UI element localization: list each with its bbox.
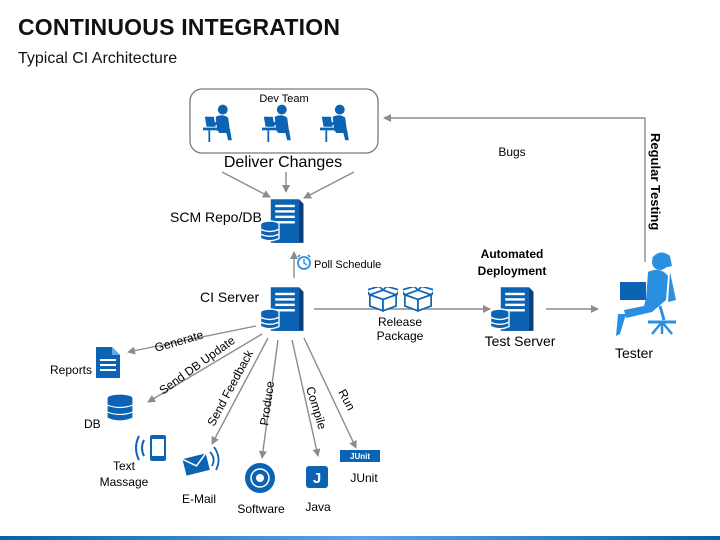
email-icon	[182, 446, 220, 476]
deployment-label-1: Automated	[481, 247, 544, 261]
scm-server-icon	[260, 198, 305, 244]
regular-testing-label: Regular Testing	[648, 133, 663, 230]
bottom-accent-bar	[0, 536, 720, 540]
deliver-arrow	[221, 171, 271, 198]
deliver-arrow	[303, 171, 355, 199]
tester-label: Tester	[615, 345, 653, 361]
page-subtitle: Typical CI Architecture	[18, 50, 178, 67]
deployment-label-2: Deployment	[478, 264, 547, 278]
email-label: E-Mail	[182, 492, 216, 506]
dev-team-label: Dev Team	[259, 93, 308, 105]
package-label: Package	[377, 329, 424, 343]
reports-label: Reports	[50, 363, 92, 377]
java-glyph: J	[313, 470, 321, 487]
mobile-phone-icon	[135, 435, 166, 461]
clock-icon	[297, 254, 311, 270]
bugs-label: Bugs	[498, 145, 525, 159]
compile-arrow	[291, 339, 321, 457]
page-title: CONTINUOUS INTEGRATION	[18, 14, 341, 40]
send-feedback-arrow	[211, 337, 269, 445]
java-label: Java	[305, 500, 331, 514]
report-icon	[96, 347, 120, 378]
ci-server-label: CI Server	[200, 289, 259, 305]
test-server-label: Test Server	[485, 333, 556, 349]
release-label: Release	[378, 315, 422, 329]
package-icon	[403, 287, 433, 312]
ci-server-icon	[260, 286, 305, 332]
cd-disc-icon	[245, 463, 275, 493]
generate-label: Generate	[153, 328, 205, 355]
run-arrow	[303, 337, 357, 449]
produce-label: Produce	[257, 380, 277, 427]
software-label: Software	[237, 502, 285, 516]
scm-label: SCM Repo/DB	[170, 209, 262, 225]
poll-schedule-label: Poll Schedule	[314, 259, 381, 271]
db-label: DB	[84, 417, 101, 431]
junit-badge-icon	[340, 450, 380, 462]
text-label: Text	[113, 459, 136, 473]
run-label: Run	[335, 387, 358, 413]
package-icon	[368, 287, 398, 312]
test-server-icon	[490, 286, 535, 332]
junit-badge-text: JUnit	[350, 452, 370, 461]
tester-icon	[616, 252, 676, 336]
deliver-changes-label: Deliver Changes	[224, 154, 342, 171]
database-icon	[106, 393, 134, 422]
message-label: Massage	[100, 475, 149, 489]
produce-arrow	[258, 339, 279, 459]
send-db-update-arrow	[147, 333, 263, 403]
bugs-loop-arrow	[383, 114, 646, 262]
junit-label: JUnit	[350, 471, 378, 485]
generate-arrow	[127, 325, 257, 355]
java-icon	[306, 466, 328, 488]
